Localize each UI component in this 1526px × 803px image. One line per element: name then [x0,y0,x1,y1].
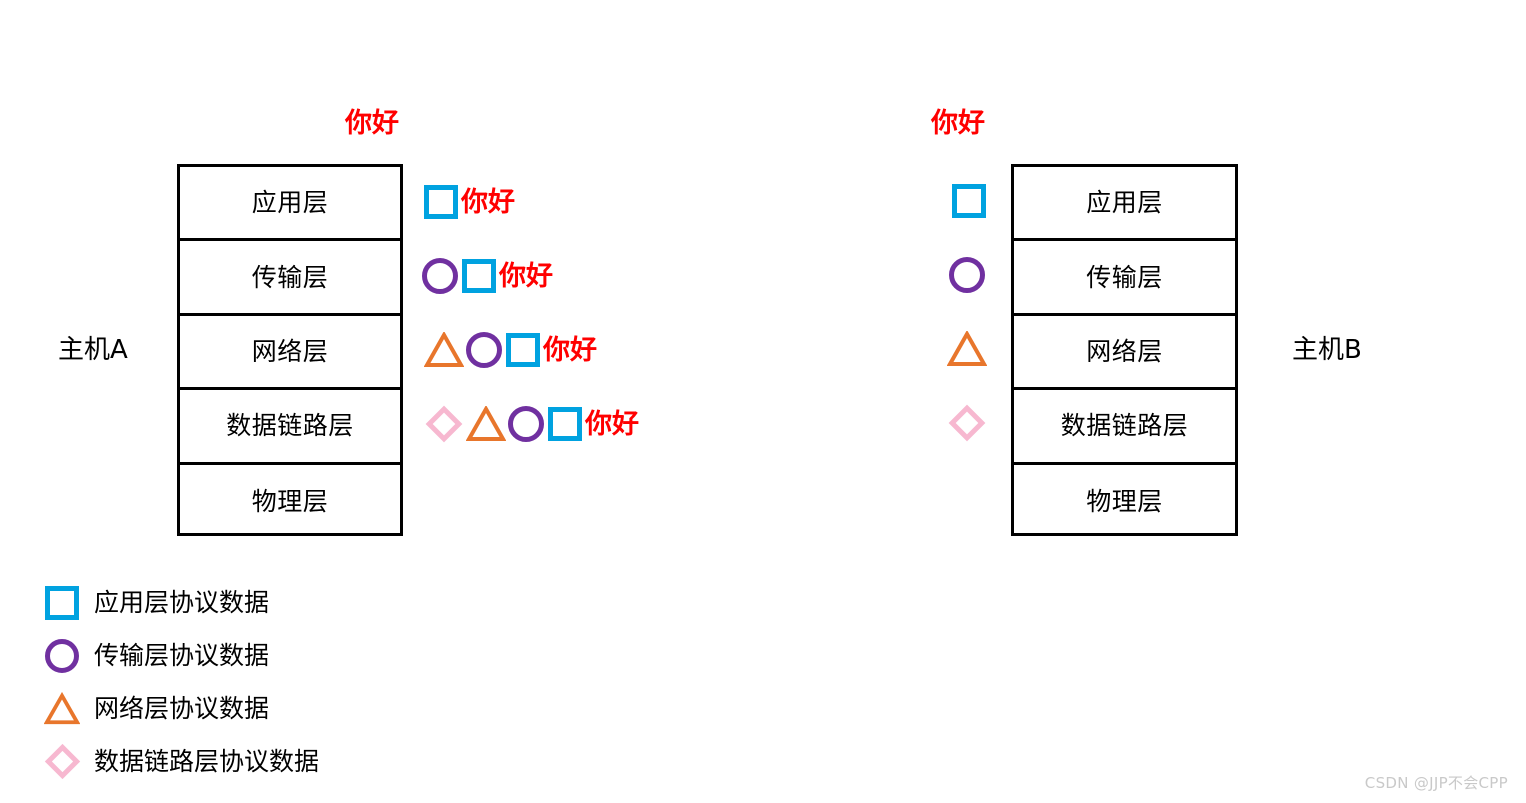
layer-label: 传输层 [1086,262,1163,292]
host-a-top-message: 你好 [345,108,399,139]
decapsulation-item-transport [944,252,990,298]
encapsulation-row-application: 你好 [424,180,515,224]
transport-circle-icon [949,257,985,293]
legend-label: 应用层协议数据 [94,588,270,617]
host-b-layer-row-application[interactable]: 应用层 [1014,167,1235,242]
application-square-icon [952,184,986,218]
encapsulation-row-network: 你好 [424,328,597,372]
transport-circle-icon [422,258,458,294]
encapsulation-message: 你好 [543,334,597,366]
legend-label: 数据链路层协议数据 [94,747,320,776]
legend-item-application: 应用层协议数据 [44,576,319,629]
encapsulation-message: 你好 [499,260,553,292]
application-square-icon [548,407,582,441]
transport-circle-icon [466,332,502,368]
layer-label: 应用层 [1086,188,1163,218]
application-square-icon [462,259,496,293]
layer-label: 应用层 [251,188,329,218]
application-square-icon [424,185,458,219]
legend-item-transport: 传输层协议数据 [44,629,319,682]
transport-circle-icon [44,638,80,674]
host-a-layer-row-physical[interactable]: 物理层 [180,465,400,539]
network-triangle-icon [44,691,80,727]
legend-label: 传输层协议数据 [94,641,270,670]
legend: 应用层协议数据 传输层协议数据 网络层协议数据 数据链路层协议数据 [44,576,319,788]
host-b-top-message: 你好 [931,108,985,139]
layer-label: 网络层 [251,336,329,366]
legend-item-datalink: 数据链路层协议数据 [44,735,319,788]
application-square-icon [506,333,540,367]
host-a-layer-row-network[interactable]: 网络层 [180,316,400,391]
transport-circle-icon [508,406,544,442]
legend-label: 网络层协议数据 [94,694,270,723]
network-triangle-icon [424,332,464,368]
host-a-layer-stack: 应用层 传输层 网络层 数据链路层 物理层 [177,164,403,536]
decapsulation-item-datalink [944,400,990,446]
encapsulation-message: 你好 [461,186,515,218]
layer-label: 数据链路层 [226,411,354,441]
host-b-layer-row-transport[interactable]: 传输层 [1014,241,1235,316]
datalink-diamond-icon [44,743,80,780]
layer-label: 物理层 [1086,487,1163,517]
decapsulation-item-network [944,326,990,372]
host-b-layer-row-network[interactable]: 网络层 [1014,316,1235,391]
host-a-layer-row-transport[interactable]: 传输层 [180,241,400,316]
encapsulation-row-datalink: 你好 [424,402,639,446]
host-b-layer-row-physical[interactable]: 物理层 [1014,465,1235,539]
encapsulation-message: 你好 [585,408,639,440]
decapsulation-item-application [946,178,992,224]
layer-label: 数据链路层 [1060,411,1189,441]
layer-label: 传输层 [251,262,329,292]
host-b-name-label: 主机B [1292,335,1362,365]
host-a-name-label: 主机A [58,335,128,365]
network-triangle-icon [947,331,987,367]
datalink-diamond-icon [948,404,986,442]
host-a-layer-row-application[interactable]: 应用层 [180,167,400,242]
layer-label: 物理层 [251,487,329,517]
host-a-layer-row-datalink[interactable]: 数据链路层 [180,390,400,465]
network-triangle-icon [466,406,506,442]
encapsulation-row-transport: 你好 [422,254,553,298]
csdn-watermark: CSDN @JJP不会CPP [1364,774,1508,792]
datalink-diamond-icon [424,404,464,444]
application-square-icon [44,585,80,621]
legend-item-network: 网络层协议数据 [44,682,319,735]
layer-label: 网络层 [1086,336,1163,366]
host-b-layer-row-datalink[interactable]: 数据链路层 [1014,390,1235,465]
host-b-layer-stack: 应用层 传输层 网络层 数据链路层 物理层 [1011,164,1238,536]
